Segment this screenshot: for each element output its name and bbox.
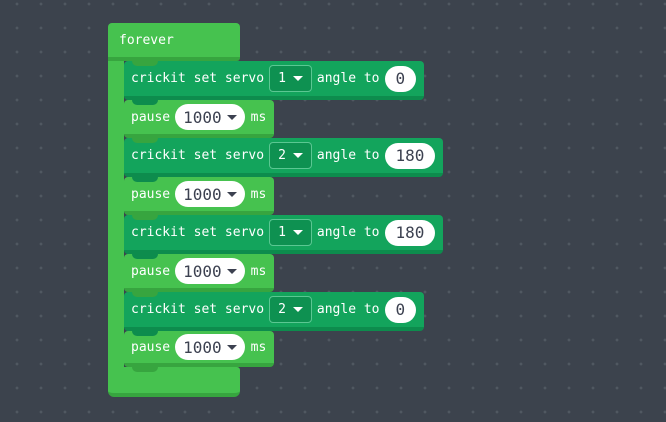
ms-label: ms	[250, 186, 267, 202]
crickit-set-servo-label: crickit set servo	[131, 71, 265, 86]
pause-label: pause	[131, 109, 171, 125]
block-connector-bump	[132, 363, 158, 372]
block-connector-bump	[132, 96, 158, 105]
forever-block-header[interactable]: forever	[108, 23, 240, 61]
pause-duration-dropdown[interactable]: 1000	[175, 334, 245, 360]
pause-duration-value: 1000	[183, 261, 222, 281]
angle-to-label: angle to	[316, 302, 380, 317]
crickit-set-servo-label: crickit set servo	[131, 302, 265, 317]
chevron-down-icon[interactable]	[226, 114, 237, 120]
forever-block-bottom-bar[interactable]	[108, 367, 240, 397]
angle-to-label: angle to	[316, 148, 380, 163]
angle-value-field[interactable]: 0	[384, 65, 417, 92]
angle-to-label: angle to	[316, 225, 380, 240]
chevron-down-icon[interactable]	[292, 230, 303, 235]
angle-value: 180	[395, 223, 425, 242]
block-connector-bump	[132, 250, 158, 259]
crickit-set-servo-block[interactable]: crickit set servo 1 angle to 0	[124, 61, 425, 100]
chevron-down-icon[interactable]	[226, 191, 237, 197]
forever-block-left-arm[interactable]	[108, 61, 124, 367]
angle-value-field[interactable]: 180	[384, 142, 436, 169]
crickit-set-servo-label: crickit set servo	[131, 148, 265, 163]
pause-label: pause	[131, 263, 171, 279]
servo-number-dropdown[interactable]: 1	[269, 219, 312, 246]
pause-duration-dropdown[interactable]: 1000	[175, 258, 245, 284]
block-connector-bump	[132, 288, 158, 297]
chevron-down-icon[interactable]	[292, 307, 303, 312]
block-connector-bump	[132, 134, 158, 143]
chevron-down-icon[interactable]	[292, 153, 303, 158]
forever-label: forever	[119, 32, 174, 48]
angle-value: 0	[395, 300, 406, 319]
angle-to-label: angle to	[316, 71, 380, 86]
ms-label: ms	[250, 263, 267, 279]
ms-label: ms	[250, 339, 267, 355]
crickit-set-servo-label: crickit set servo	[131, 225, 265, 240]
pause-label: pause	[131, 186, 171, 202]
servo-number-value: 2	[278, 148, 286, 163]
angle-value: 0	[395, 69, 406, 88]
servo-number-dropdown[interactable]: 2	[269, 296, 312, 323]
pause-duration-value: 1000	[183, 107, 222, 127]
servo-number-value: 1	[278, 225, 286, 240]
pause-block[interactable]: pause 1000 ms	[124, 331, 275, 367]
crickit-set-servo-block[interactable]: crickit set servo 1 angle to 180	[124, 215, 444, 254]
pause-label: pause	[131, 339, 171, 355]
angle-value: 180	[395, 146, 425, 165]
angle-value-field[interactable]: 180	[384, 219, 436, 246]
block-connector-bump	[132, 211, 158, 220]
pause-duration-value: 1000	[183, 337, 222, 357]
pause-block[interactable]: pause 1000 ms	[124, 100, 275, 138]
servo-number-dropdown[interactable]: 2	[269, 142, 312, 169]
chevron-down-icon[interactable]	[292, 76, 303, 81]
block-connector-bump	[132, 327, 158, 336]
pause-duration-value: 1000	[183, 184, 222, 204]
pause-block[interactable]: pause 1000 ms	[124, 254, 275, 292]
angle-value-field[interactable]: 0	[384, 296, 417, 323]
servo-number-dropdown[interactable]: 1	[269, 65, 312, 92]
ms-label: ms	[250, 109, 267, 125]
chevron-down-icon[interactable]	[226, 344, 237, 350]
block-connector-bump	[132, 173, 158, 182]
pause-duration-dropdown[interactable]: 1000	[175, 181, 245, 207]
block-connector-bump	[132, 57, 158, 66]
pause-block[interactable]: pause 1000 ms	[124, 177, 275, 215]
servo-number-value: 2	[278, 302, 286, 317]
chevron-down-icon[interactable]	[226, 268, 237, 274]
crickit-set-servo-block[interactable]: crickit set servo 2 angle to 180	[124, 138, 444, 177]
crickit-set-servo-block[interactable]: crickit set servo 2 angle to 0	[124, 292, 425, 331]
servo-number-value: 1	[278, 71, 286, 86]
pause-duration-dropdown[interactable]: 1000	[175, 104, 245, 130]
